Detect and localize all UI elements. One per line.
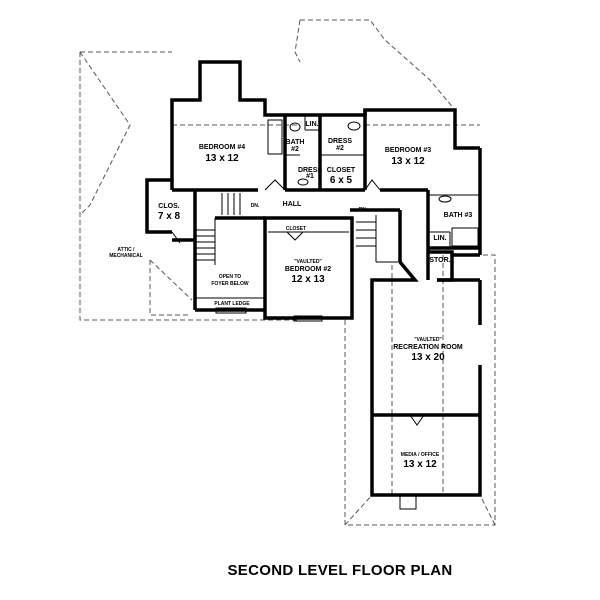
- bath2-num: #2: [291, 146, 299, 153]
- stor-name: STOR.: [429, 257, 450, 264]
- media-name: MEDIA / OFFICE: [401, 452, 440, 458]
- media-size: 13 x 12: [403, 459, 437, 470]
- bedroom4-name: BEDROOM #4: [199, 144, 245, 151]
- foyer-line1: OPEN TO: [219, 274, 242, 280]
- lin2-name: LIN.: [433, 235, 446, 242]
- dress1-name: DRESS: [298, 167, 322, 174]
- plan-title: SECOND LEVEL FLOOR PLAN: [0, 562, 600, 579]
- room-labels: BEDROOM #4 13 x 12 BATH #2 LIN. DRESS #2…: [109, 121, 472, 470]
- bedroom2-name: BEDROOM #2: [285, 266, 331, 273]
- walls: [145, 60, 482, 510]
- dress2-num: #2: [336, 145, 344, 152]
- clos-size: 7 x 8: [158, 211, 181, 222]
- bedroom2-size: 12 x 13: [291, 274, 325, 285]
- bedroom3-size: 13 x 12: [391, 156, 425, 167]
- recreation-size: 13 x 20: [411, 352, 445, 363]
- lin1-name: LIN.: [305, 121, 318, 128]
- attic-line2: MECHANICAL: [109, 253, 143, 259]
- bath3-name: BATH #3: [444, 212, 473, 219]
- dn-label-right: DN.: [359, 207, 368, 213]
- closet-name: CLOSET: [327, 167, 356, 174]
- foyer-line2: FOYER BELOW: [211, 281, 249, 287]
- clos-name: CLOS.: [158, 203, 179, 210]
- plant-ledge-label: PLANT LEDGE: [214, 301, 250, 307]
- roof-outline: [79, 19, 496, 526]
- bedroom4-size: 13 x 12: [205, 153, 239, 164]
- stairs-right: [356, 215, 400, 263]
- dn-label-left: DN.: [251, 203, 260, 209]
- bedroom2-note: "VAULTED": [294, 259, 322, 265]
- recreation-name: RECREATION ROOM: [393, 344, 463, 351]
- closet2-name: CLOSET: [286, 226, 306, 232]
- bath2-name: BATH: [286, 139, 305, 146]
- plan-title-text: SECOND LEVEL FLOOR PLAN: [227, 562, 453, 579]
- recreation-note: "VAULTED": [414, 337, 442, 343]
- dress2-name: DRESS: [328, 138, 352, 145]
- bedroom3-name: BEDROOM #3: [385, 147, 431, 154]
- hall-name: HALL: [283, 201, 302, 208]
- attic-line1: ATTIC /: [117, 247, 135, 253]
- dress1-num: #1: [306, 173, 314, 180]
- closet-size: 6 x 5: [330, 175, 353, 186]
- stairs-left: [195, 193, 241, 265]
